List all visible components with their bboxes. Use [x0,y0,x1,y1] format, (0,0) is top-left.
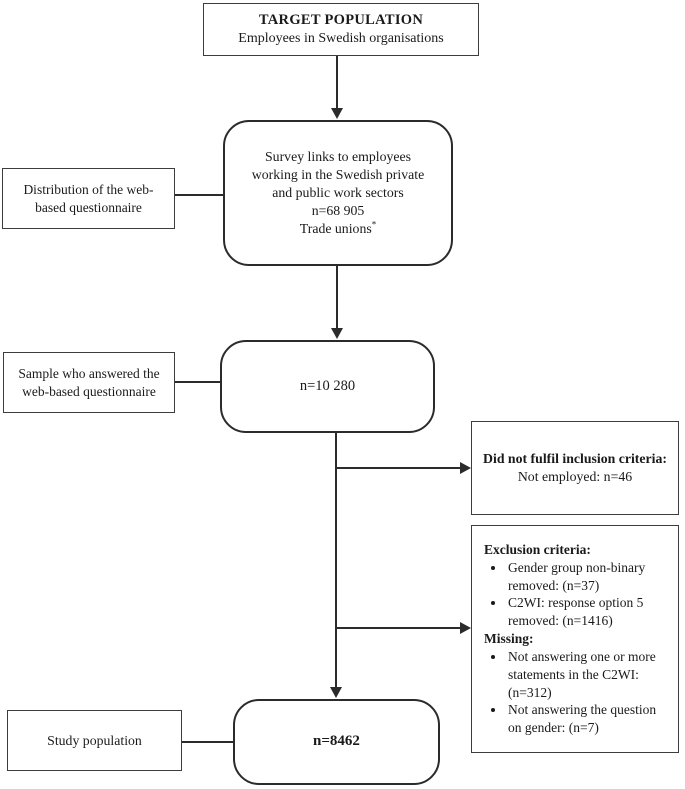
arrowhead-down-icon [331,108,343,119]
connector-study-to-n8462 [182,741,233,743]
arrowhead-down-icon [331,328,343,339]
study-population-label: Study population [47,732,142,748]
distribution-label-line-1: Distribution of the web- [23,181,154,197]
connector-target-to-survey [336,56,338,110]
distribution-label-line-2: based questionnaire [35,199,142,215]
n8462-box: n=8462 [233,699,440,785]
connector-n10280-to-n8462 [335,433,337,687]
study-population-label-box: Study population [7,710,182,771]
distribution-label-box: Distribution of the web- based questionn… [2,168,175,229]
missing-bullet-gender: Not answering the question on gender: (n… [506,701,668,737]
exclusion-heading: Exclusion criteria: [484,542,591,558]
target-population-subtitle: Employees in Swedish organisations [238,30,444,46]
inclusion-detail: Not employed: n=46 [517,469,633,484]
sample-label-box: Sample who answered the web-based questi… [3,352,175,413]
inclusion-heading: Did not fulfil inclusion criteria: [483,451,667,467]
survey-line-3: and public work sectors [272,185,404,201]
target-population-title: TARGET POPULATION [258,11,424,28]
footnote-asterisk: * [371,219,377,230]
n10280-box: n=10 280 [220,340,435,433]
sample-label-line-1: Sample who answered the [18,365,160,381]
exclusion-criteria-box: Exclusion criteria: Gender group non-bin… [471,525,679,753]
connector-branch-to-exclusion [336,627,460,629]
survey-sample-size: n=68 905 [311,202,365,218]
missing-bullet-statements: Not answering one or more statements in … [506,648,668,701]
missing-bullet-list: Not answering one or more statements in … [484,648,668,737]
survey-trade-unions-text: Trade unions [299,220,372,236]
connector-branch-to-inclusion [336,467,460,469]
arrowhead-right-icon [460,462,471,474]
missing-heading: Missing: [484,631,534,647]
exclusion-bullet-nonbinary: Gender group non-binary removed: (n=37) [506,559,668,595]
connector-sample-to-n10280 [175,381,220,383]
survey-links-box: Survey links to employees working in the… [223,120,453,266]
survey-line-1: Survey links to employees [265,149,411,165]
exclusion-bullet-c2wi-option5: C2WI: response option 5 removed: (n=1416… [506,594,668,630]
arrowhead-right-icon [460,622,471,634]
inclusion-criteria-box: Did not fulfil inclusion criteria: Not e… [471,421,679,515]
connector-survey-to-n10280 [336,266,338,330]
connector-distribution-to-survey [175,194,223,196]
n10280-value: n=10 280 [299,378,356,395]
arrowhead-down-icon [330,687,342,698]
survey-line-2: working in the Swedish private [251,167,425,183]
sample-label-line-2: web-based questionnaire [22,383,156,399]
target-population-box: TARGET POPULATION Employees in Swedish o… [203,3,479,56]
exclusion-bullet-list: Gender group non-binary removed: (n=37) … [484,559,668,630]
survey-trade-unions: Trade unions* [300,220,376,238]
n8462-value: n=8462 [313,733,360,750]
